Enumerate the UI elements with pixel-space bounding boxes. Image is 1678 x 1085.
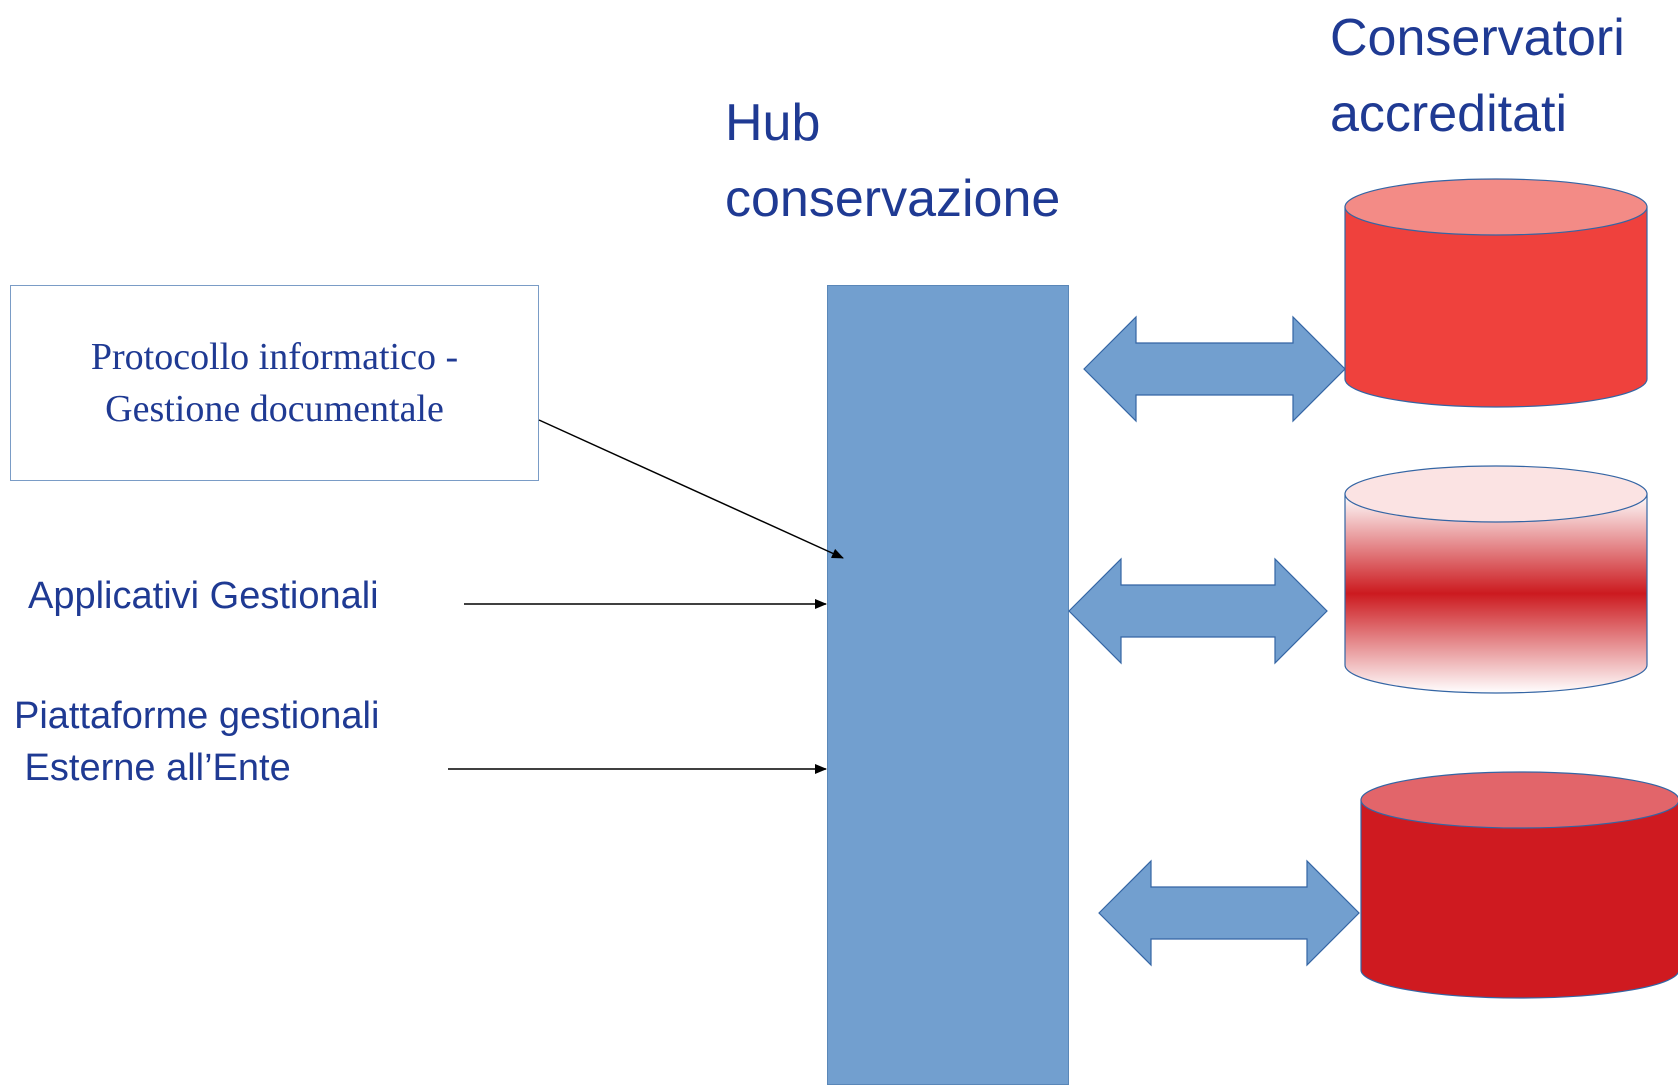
double-arrow-1 bbox=[1083, 315, 1346, 423]
protocollo-line2: Gestione documentale bbox=[105, 388, 444, 430]
piattaforme-label: Piattaforme gestionali Esterne all’Ente bbox=[14, 690, 379, 794]
protocollo-box: Protocollo informatico - Gestione docume… bbox=[10, 285, 539, 481]
piattaforme-line1: Piattaforme gestionali bbox=[14, 695, 380, 737]
conservatori-title: Conservatori accreditati bbox=[1330, 0, 1625, 152]
piattaforme-line2: Esterne all’Ente bbox=[14, 747, 291, 789]
double-arrow-2 bbox=[1068, 557, 1328, 665]
hub-title: Hub conservazione bbox=[725, 85, 1060, 237]
protocollo-line1: Protocollo informatico - bbox=[90, 336, 459, 378]
applicativi-label: Applicativi Gestionali bbox=[28, 575, 379, 617]
hub-title-line1: Hub bbox=[725, 94, 821, 152]
conservatori-title-line2: accreditati bbox=[1330, 85, 1567, 143]
hub-bar bbox=[827, 285, 1069, 1085]
double-arrow-3 bbox=[1098, 859, 1360, 967]
conservatore-cylinder-1 bbox=[1344, 178, 1648, 408]
conservatore-cylinder-3 bbox=[1360, 771, 1678, 999]
protocollo-arrow bbox=[538, 419, 844, 559]
conservatori-title-line1: Conservatori bbox=[1330, 9, 1625, 67]
conservatore-cylinder-2 bbox=[1344, 465, 1648, 694]
hub-title-line2: conservazione bbox=[725, 170, 1061, 228]
